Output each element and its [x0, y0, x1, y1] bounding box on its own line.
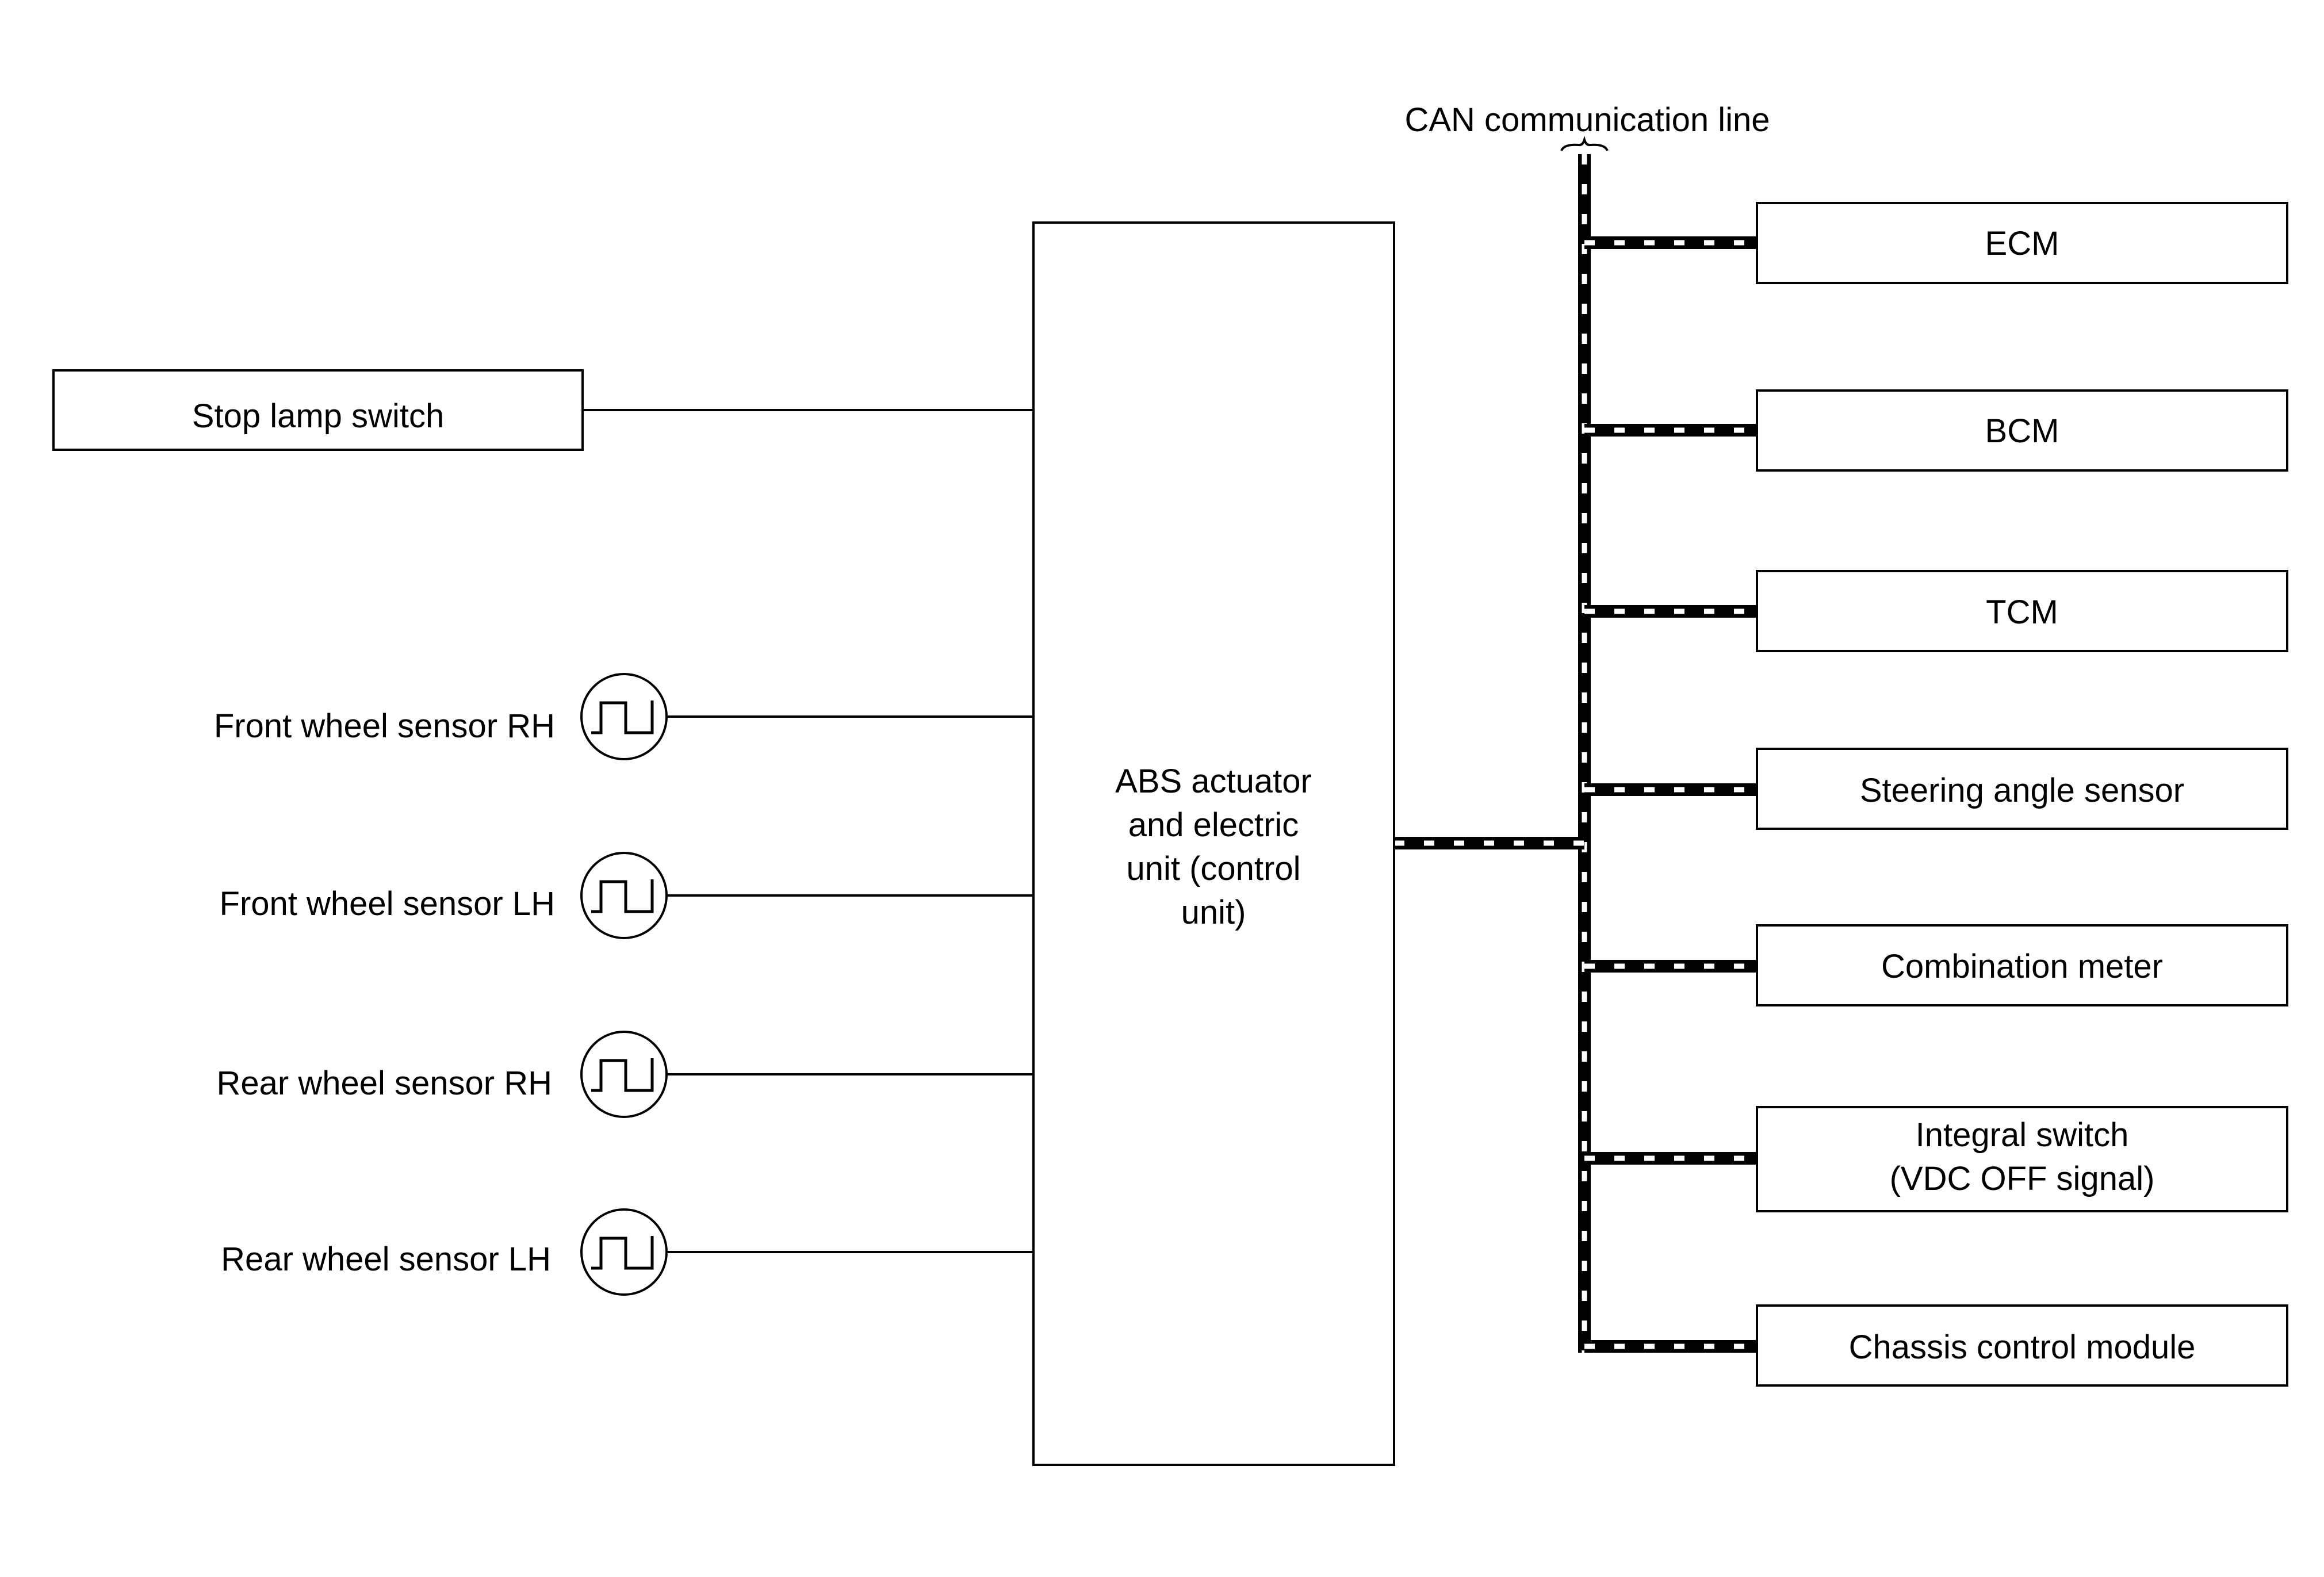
- module-label: ECM: [1985, 225, 2059, 262]
- control-unit-box: [1032, 221, 1395, 1466]
- module-box: [1756, 1106, 2288, 1212]
- module-box: [1756, 389, 2288, 472]
- module-label-line-1: Integral switch: [1916, 1116, 2129, 1154]
- stop-lamp-switch-label: Stop lamp switch: [192, 397, 444, 435]
- module-label: BCM: [1985, 412, 2059, 450]
- module-label: TCM: [1986, 594, 2058, 631]
- wheel-sensor: Rear wheel sensor RH: [217, 1031, 1033, 1118]
- control-unit-label-line-1: ABS actuator: [1115, 763, 1312, 800]
- module-box: [1756, 202, 2288, 284]
- wheel-sensor-label: Front wheel sensor LH: [220, 885, 555, 923]
- module-label: Combination meter: [1881, 948, 2163, 985]
- wheel-sensor: Front wheel sensor RH: [214, 673, 1033, 760]
- control-unit: ABS actuator and electric unit (control …: [1032, 221, 1395, 1466]
- can-line-brace: [1560, 136, 1609, 151]
- module-integral-switch: Integral switch (VDC OFF signal): [1756, 1106, 2288, 1212]
- can-line-label: CAN communication line: [1404, 101, 1770, 139]
- pulse-sensor-icon: [580, 1208, 668, 1296]
- pulse-sensor-icon: [580, 1031, 668, 1118]
- stop-lamp-switch: Stop lamp switch: [52, 369, 1033, 451]
- pulse-waveform-icon: [591, 1236, 654, 1270]
- control-unit-label-line-3: unit (control: [1126, 850, 1300, 887]
- module-label: Steering angle sensor: [1860, 772, 2184, 809]
- module-box: [1756, 1304, 2288, 1387]
- pulse-sensor-icon: [580, 673, 668, 760]
- pulse-waveform-icon: [591, 879, 654, 913]
- module-bcm: BCM: [1756, 389, 2288, 472]
- pulse-sensor-icon: [580, 852, 668, 939]
- control-unit-label-line-4: unit): [1181, 894, 1246, 931]
- wheel-sensor-label: Rear wheel sensor RH: [217, 1065, 552, 1102]
- module-label: Chassis control module: [1849, 1329, 2196, 1366]
- module-tcm: TCM: [1756, 570, 2288, 652]
- module-steering-angle-sensor: Steering angle sensor: [1756, 748, 2288, 830]
- module-box: [1756, 748, 2288, 830]
- wheel-sensor-label: Rear wheel sensor LH: [221, 1241, 551, 1278]
- module-box: [1756, 570, 2288, 652]
- module-chassis-control-module: Chassis control module: [1756, 1304, 2288, 1387]
- wheel-sensor-label: Front wheel sensor RH: [214, 707, 555, 745]
- pulse-waveform-icon: [591, 1058, 654, 1092]
- module-label-line-2: (VDC OFF signal): [1890, 1160, 2155, 1197]
- module-ecm: ECM: [1756, 202, 2288, 284]
- pulse-waveform-icon: [591, 701, 654, 734]
- module-combination-meter: Combination meter: [1756, 924, 2288, 1006]
- wheel-sensor: Front wheel sensor LH: [220, 852, 1033, 939]
- control-unit-label-line-2: and electric: [1128, 806, 1299, 844]
- wheel-sensor: Rear wheel sensor LH: [221, 1208, 1033, 1296]
- module-box: [1756, 924, 2288, 1006]
